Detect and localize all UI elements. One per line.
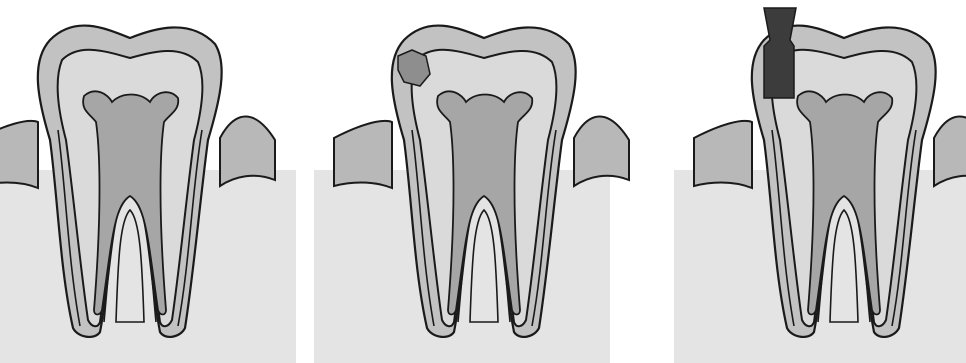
cavity-deep	[764, 8, 796, 98]
cavity-small	[398, 50, 430, 86]
panel-2	[314, 0, 629, 363]
panel-1	[0, 0, 296, 363]
panel-3	[674, 0, 966, 363]
